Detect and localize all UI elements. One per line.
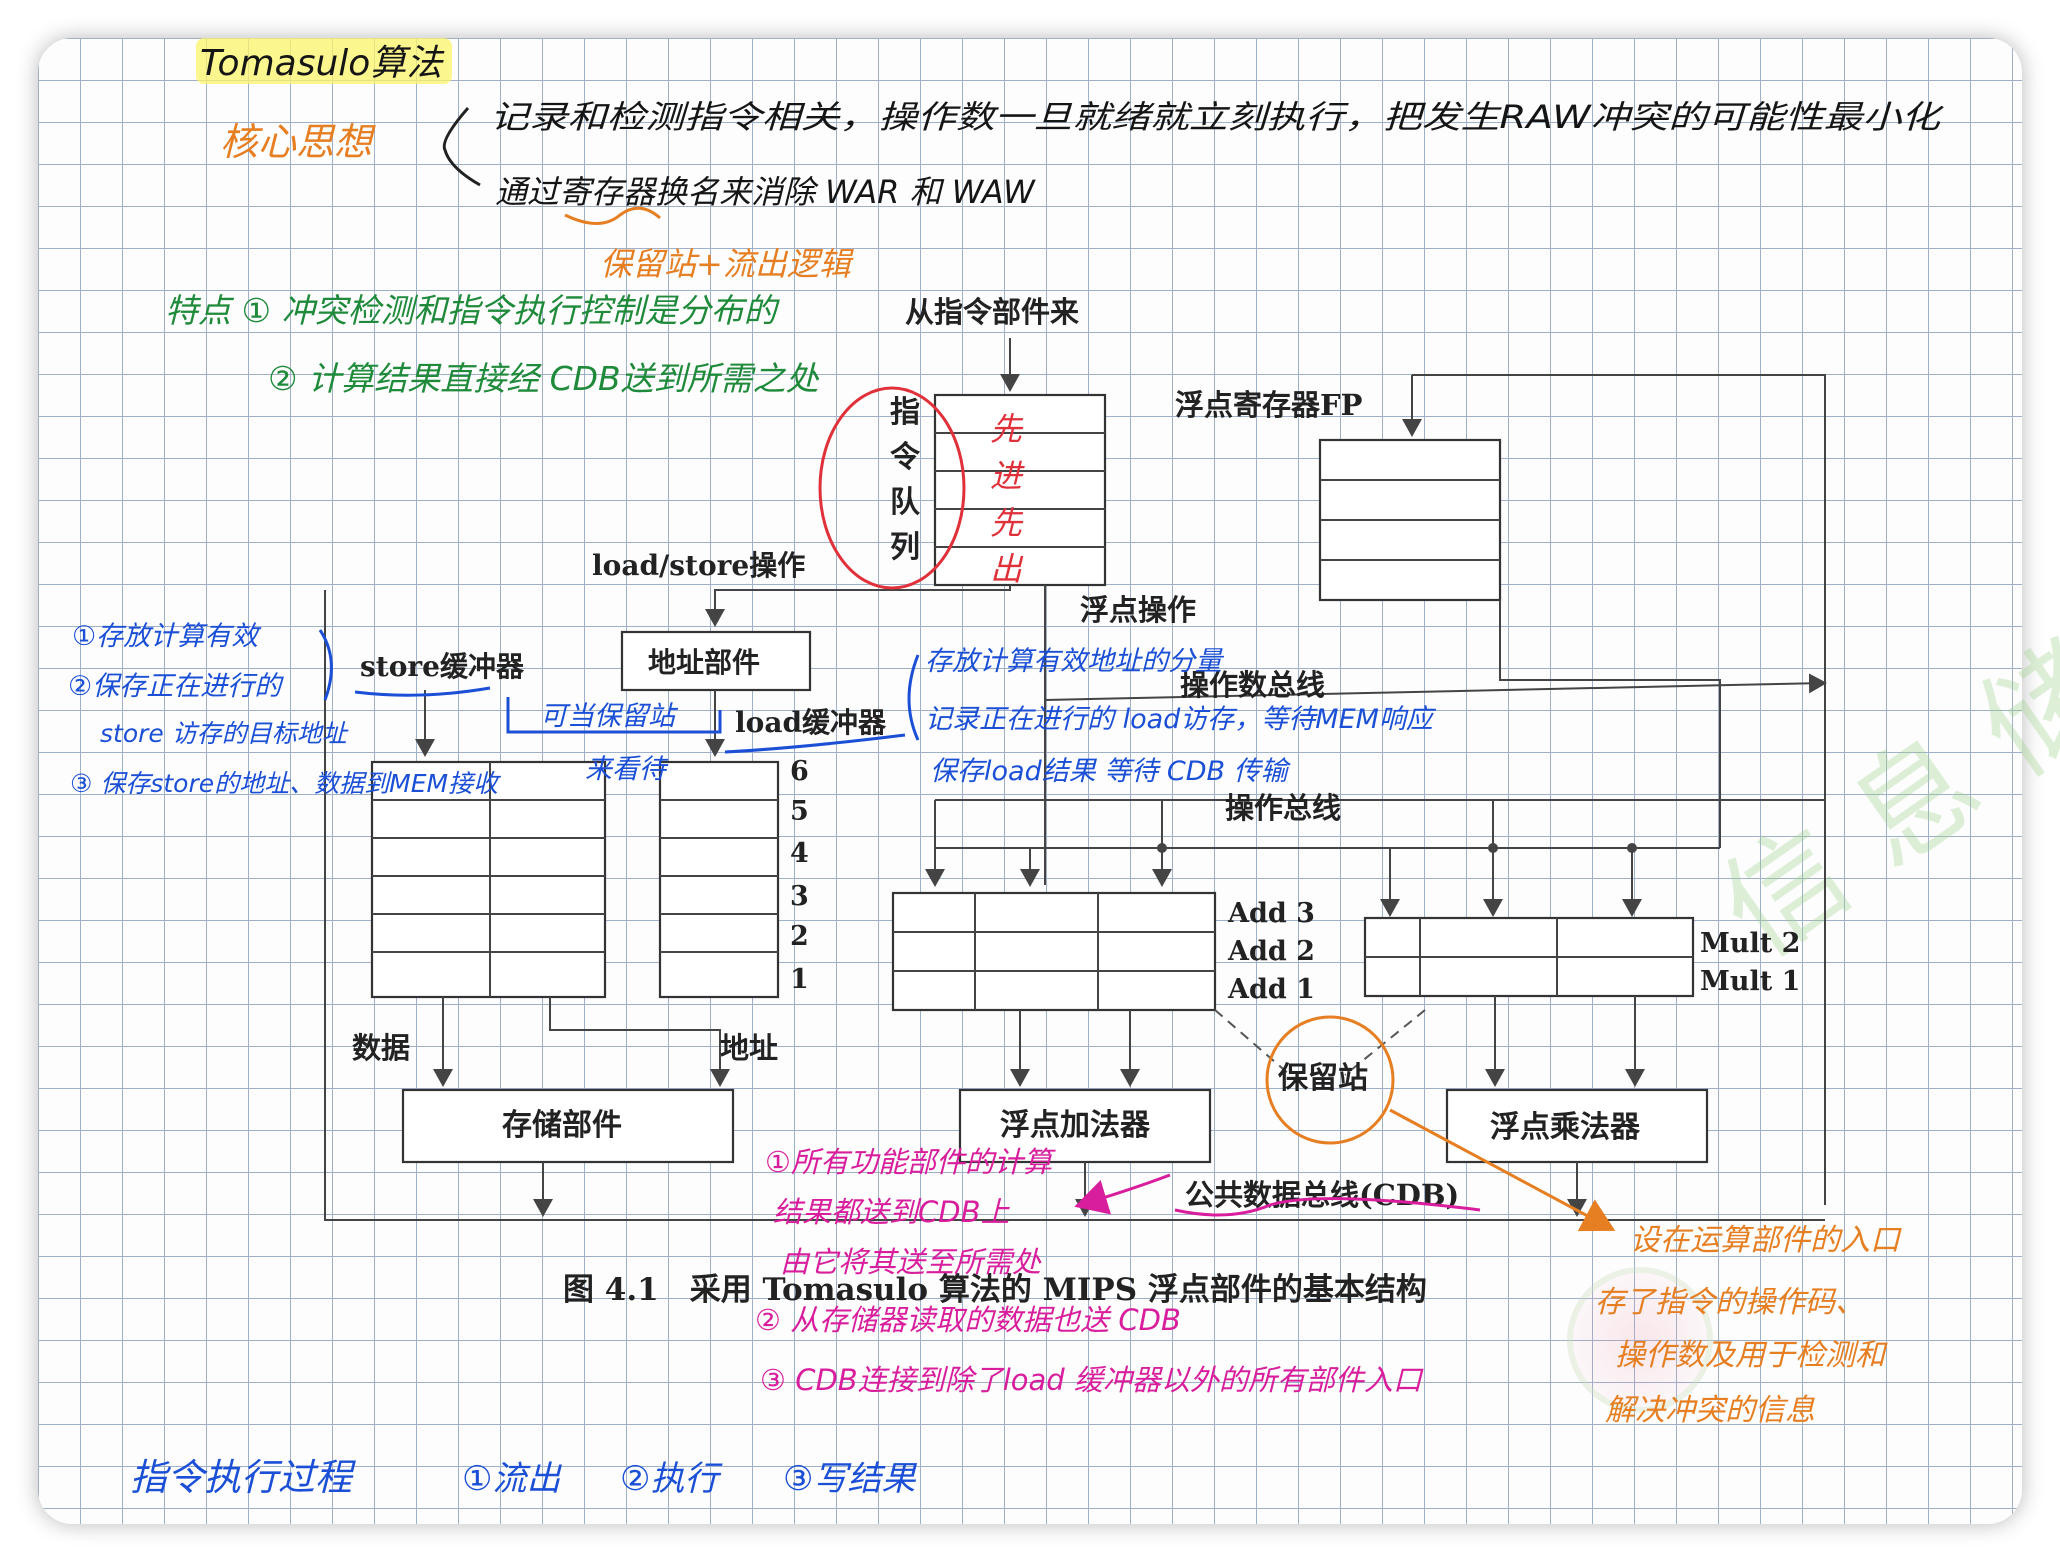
process-step-2: ②执行: [620, 1459, 723, 1499]
load-buffer-index: 3: [790, 881, 809, 912]
core-idea-1: 记录和检测指令相关，操作数一旦就绪就立刻执行，把发生RAW冲突的可能性最小化: [490, 98, 1945, 136]
cdb-note-1a: ①所有功能部件的计算: [765, 1145, 1056, 1179]
load-buffer-note-1: 存放计算有效地址的分量: [925, 646, 1225, 677]
fp-multiplier-label: 浮点乘法器: [1490, 1110, 1641, 1145]
mult-rs-label: Mult 1: [1700, 966, 1800, 997]
cdb-note-3: ③ CDB连接到除了load 缓冲器以外的所有部件入口: [760, 1363, 1424, 1397]
store-buffer-note-1: ①存放计算有效: [72, 621, 262, 652]
svg-text:信 息 储 存: 信 息 储 存: [1697, 529, 2060, 984]
store-buffer-label: store缓冲器: [360, 650, 525, 683]
store-buffer-note-4: ③ 保存store的地址、数据到MEM接收: [70, 769, 501, 798]
add-rs-label: Add 2: [1227, 936, 1315, 967]
reservation-station-label: 保留站: [1278, 1061, 1368, 1096]
fifo-char: 先: [990, 504, 1024, 542]
load-buffer-note-3: 保存load结果 等待 CDB 传输: [930, 756, 1292, 787]
iq-char: 列: [890, 530, 920, 565]
core-idea-label: 核心思想: [220, 120, 376, 164]
iq-char: 令: [890, 440, 921, 475]
load-buffer-index: 5: [790, 796, 809, 827]
process-step-3: ③写结果: [783, 1459, 917, 1499]
cdb-note-1b: 结果都送到CDB上: [773, 1195, 1010, 1229]
iq-char: 指: [890, 395, 920, 430]
store-buffer: [370, 760, 607, 999]
add-reservation-stations: [891, 891, 1217, 1012]
core-idea-2: 通过寄存器换名来消除 WAR 和 WAW: [495, 173, 1036, 211]
process-label: 指令执行过程: [130, 1456, 356, 1499]
address-unit-label: 地址部件: [648, 646, 760, 679]
operand-bus-label: 操作数总线: [1180, 668, 1325, 702]
rs-view-note-1: 可当保留站: [540, 701, 679, 732]
process-step-1: ①流出: [462, 1459, 562, 1499]
fp-ops-label: 浮点操作: [1080, 593, 1196, 627]
feature-2: ② 计算结果直接经 CDB送到所需之处: [268, 359, 820, 398]
fp-registers-label: 浮点寄存器FP: [1175, 388, 1363, 422]
annotations: Tomasulo算法 核心思想 记录和检测指令相关，操作数一旦就绪就立刻执行，把…: [68, 38, 1945, 1499]
tomasulo-diagram: 从指令部件来 指 令 队 列 浮点寄存器FP load/store操作 浮点操作…: [324, 295, 1827, 1308]
fifo-char: 进: [990, 457, 1025, 495]
mult-rs-label: Mult 2: [1700, 928, 1800, 959]
fp-adder-label: 浮点加法器: [1000, 1108, 1151, 1143]
grid-notebook-page: [38, 38, 2022, 1524]
add-rs-label: Add 3: [1227, 898, 1315, 929]
feature-1: 特点 ① 冲突检测和指令执行控制是分布的: [165, 291, 781, 330]
rs-view-note-2: 来看待: [585, 754, 669, 785]
page-title: Tomasulo算法: [200, 43, 445, 84]
cdb-label: 公共数据总线(CDB): [1185, 1178, 1459, 1212]
fifo-char: 先: [990, 410, 1024, 448]
iq-char: 队: [890, 485, 921, 520]
cdb-note-1c: 由它将其送至所需处: [780, 1245, 1042, 1279]
memory-unit: [401, 1088, 735, 1164]
cdb-note-2: ② 从存储器读取的数据也送 CDB: [755, 1303, 1181, 1337]
fp-adder: [958, 1088, 1212, 1164]
figure-caption: 图 4.1 采用 Tomasulo 算法的 MIPS 浮点部件的基本结构: [563, 1272, 1427, 1308]
load-buffer-label: load缓冲器: [735, 706, 887, 739]
rs-note-3: 操作数及用于检测和: [1615, 1338, 1888, 1373]
load-buffer-index: 4: [790, 838, 809, 869]
rs-note-4: 解决冲突的信息: [1605, 1393, 1815, 1428]
rs-note-2: 存了指令的操作码、: [1595, 1285, 1865, 1320]
store-buffer-note-2: ②保存正在进行的: [68, 671, 284, 702]
fp-multiplier: [1445, 1088, 1709, 1164]
address-unit: [620, 630, 812, 692]
from-instruction-unit-label: 从指令部件来: [905, 295, 1079, 329]
store-buffer-note-3: store 访存的目标地址: [100, 719, 349, 748]
common-data-bus: [324, 590, 1825, 1221]
add-rs-label: Add 1: [1227, 974, 1315, 1005]
load-buffer-index: 2: [790, 921, 809, 952]
fifo-char: 出: [990, 550, 1024, 588]
rs-note-1: 设在运算部件的入口: [1630, 1223, 1902, 1258]
load-store-ops-label: load/store操作: [592, 549, 805, 582]
load-buffer-index: 6: [790, 756, 809, 787]
core-idea-2-note: 保留站+流出逻辑: [600, 245, 855, 283]
data-label: 数据: [352, 1031, 410, 1065]
load-buffer-index: 1: [790, 964, 809, 995]
operation-bus-label: 操作总线: [1225, 791, 1341, 825]
load-buffer: [658, 760, 780, 999]
memory-unit-label: 存储部件: [502, 1108, 622, 1143]
address-label: 地址: [720, 1031, 778, 1065]
load-buffer-note-2: 记录正在进行的 load访存，等待MEM响应: [925, 704, 1437, 735]
